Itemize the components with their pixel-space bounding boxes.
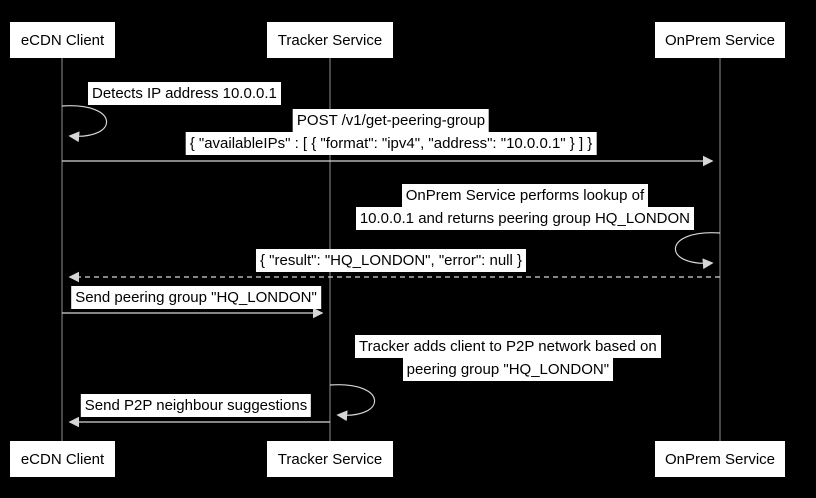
message-send-p2p-suggestions-label: Send P2P neighbour suggestions: [80, 394, 312, 417]
self-message-onprem-lookup-label: OnPrem Service performs lookup of 10.0.0…: [355, 184, 694, 230]
participant-label: OnPrem Service: [664, 31, 776, 49]
self-message-detects-ip-label: Detects IP address 10.0.0.1: [88, 82, 281, 105]
message-line: Send P2P neighbour suggestions: [80, 394, 312, 417]
message-line: 10.0.0.1 and returns peering group HQ_LO…: [355, 207, 694, 230]
participant-onprem-service-bottom: OnPrem Service: [655, 441, 785, 477]
participant-ecdn-client-bottom: eCDN Client: [10, 441, 115, 477]
participant-label: Tracker Service: [277, 31, 383, 49]
self-arrow-detects-ip: [61, 105, 108, 143]
message-line: { "availableIPs" : [ { "format": "ipv4",…: [185, 132, 597, 155]
participant-ecdn-client-top: eCDN Client: [10, 22, 115, 58]
message-line: { "result": "HQ_LONDON", "error": null }: [255, 249, 527, 272]
participant-onprem-service-top: OnPrem Service: [655, 22, 785, 58]
participant-label: eCDN Client: [20, 31, 105, 49]
participant-tracker-service-bottom: Tracker Service: [267, 441, 393, 477]
participant-label: Tracker Service: [277, 450, 383, 468]
self-arrow-onprem-lookup: [674, 232, 721, 270]
message-line: Detects IP address 10.0.0.1: [88, 82, 281, 105]
message-send-peering-group-label: Send peering group "HQ_LONDON": [71, 286, 321, 309]
self-message-tracker-adds-client-label: Tracker adds client to P2P network based…: [355, 335, 661, 381]
message-line: OnPrem Service performs lookup of: [401, 184, 649, 207]
participant-label: OnPrem Service: [664, 450, 776, 468]
message-line: POST /v1/get-peering-group: [292, 109, 490, 132]
message-post-peering-group-label: POST /v1/get-peering-group { "availableI…: [185, 109, 597, 155]
self-arrow-tracker-adds-client: [329, 384, 376, 422]
message-line: Tracker adds client to P2P network based…: [355, 335, 661, 358]
message-line: Send peering group "HQ_LONDON": [71, 286, 321, 309]
participant-tracker-service-top: Tracker Service: [267, 22, 393, 58]
participant-label: eCDN Client: [20, 450, 105, 468]
message-result-label: { "result": "HQ_LONDON", "error": null }: [255, 249, 527, 272]
message-line: peering group "HQ_LONDON": [402, 358, 614, 381]
